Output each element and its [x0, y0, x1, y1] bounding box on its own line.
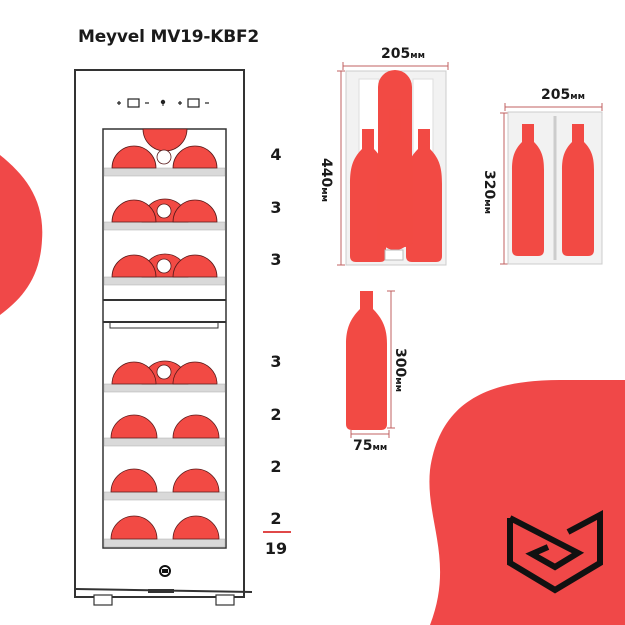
shelf-count-5: 2 — [270, 405, 282, 424]
shelf-b-width-label: 205мм — [541, 87, 585, 103]
total-divider — [263, 531, 291, 533]
shelf-count-1: 4 — [270, 145, 282, 164]
shelf-count-7: 2 — [270, 509, 282, 528]
shelf-a-width-label: 205мм — [381, 46, 425, 62]
shelf-count-3: 3 — [270, 250, 282, 269]
total-count: 19 — [264, 539, 288, 558]
page-title: Meyvel MV19-KBF2 — [78, 27, 260, 47]
shelf-count-2: 3 — [270, 198, 282, 217]
bottle-width-label: 75мм — [353, 438, 388, 454]
shelf-count-4: 3 — [270, 352, 282, 371]
shelf-count-6: 2 — [270, 457, 282, 476]
